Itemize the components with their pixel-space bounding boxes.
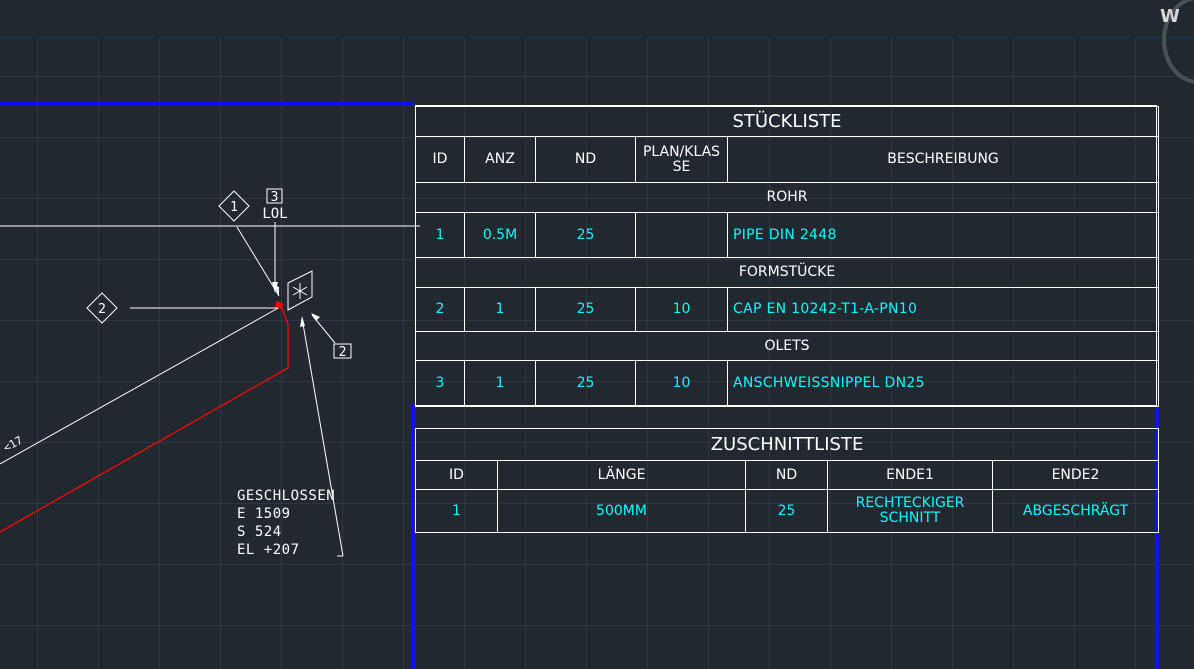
cell-plan-klasse: 10: [635, 360, 728, 407]
column-header-nd: ND: [745, 460, 828, 490]
viewport-top-band: [0, 0, 1194, 37]
tag-2-label: 2: [339, 345, 347, 360]
group-header-formstuecke: FORMSTÜCKE: [414, 257, 1160, 288]
bubble-2-label: 2: [98, 302, 106, 317]
column-header-nd: ND: [535, 136, 636, 183]
drawing-frame-right-vertical: [1155, 404, 1159, 669]
column-header-laenge: LÄNGE: [497, 460, 746, 490]
leader-line-1: [236, 226, 280, 297]
table-row[interactable]: 3 1 25 10 ANSCHWEISSNIPPEL DN25: [415, 360, 1160, 407]
cell-nd: 25: [745, 489, 828, 533]
column-header-ende2: ENDE2: [991, 460, 1160, 490]
column-header-id: ID: [415, 460, 498, 490]
group-header-olets: OLETS: [414, 331, 1160, 361]
column-header-plan-klasse: PLAN/KLAS SE: [635, 136, 728, 183]
cell-anz: 1: [464, 287, 536, 332]
asterisk-icon: [292, 283, 308, 299]
cell-beschreibung: PIPE DIN 2448: [726, 212, 1160, 258]
tag-3-box[interactable]: [266, 188, 283, 204]
cell-anz: 0.5M: [464, 212, 536, 258]
cell-plan-klasse: 10: [635, 287, 728, 332]
zuschnittliste-table[interactable]: ZUSCHNITTLISTE ID LÄNGE ND ENDE1 ENDE2 1…: [414, 428, 1160, 533]
cell-nd: 25: [535, 360, 636, 407]
column-header-anz: ANZ: [464, 136, 536, 183]
note-line-1: GESCHLOSSEN: [237, 488, 336, 504]
table-row[interactable]: 1 500MM 25 RECHTECKIGER SCHNITT ABGESCHR…: [415, 489, 1160, 533]
tag-2-box[interactable]: [333, 343, 352, 359]
pipe-red-endpoint: [275, 301, 283, 309]
cell-anz: 1: [464, 360, 536, 407]
arrowhead-3: [272, 282, 278, 293]
note-line-4: EL +207: [237, 542, 300, 558]
cap-symbol: [287, 270, 313, 311]
column-header-beschreibung: BESCHREIBUNG: [726, 136, 1160, 183]
closure-note: GESCHLOSSEN E 1509 S 524 EL +207: [237, 487, 335, 559]
bubble-1-diamond[interactable]: [218, 190, 250, 222]
table-row[interactable]: 2 1 25 10 CAP EN 10242-T1-A-PN10: [415, 287, 1160, 332]
viewport-top-border: [0, 37, 1194, 38]
leader-line-note: [301, 317, 344, 557]
cell-laenge: 500MM: [497, 489, 746, 533]
column-header-ende1: ENDE1: [827, 460, 993, 490]
drawing-frame-top-left: [0, 102, 414, 106]
pipe-iso-line: [0, 306, 281, 465]
viewcube-west-label[interactable]: W: [1160, 6, 1180, 27]
cell-id: 3: [415, 360, 465, 407]
stueckliste-title: STÜCKLISTE: [414, 106, 1160, 137]
cell-beschreibung: CAP EN 10242-T1-A-PN10: [726, 287, 1160, 332]
tag-3-label: 3: [271, 190, 279, 205]
column-header-id: ID: [415, 136, 465, 183]
note-line-3: S 524: [237, 524, 282, 540]
cell-id: 1: [415, 212, 465, 258]
note-line-2: E 1509: [237, 506, 291, 522]
zuschnittliste-title: ZUSCHNITTLISTE: [414, 428, 1160, 461]
cell-id: 1: [415, 489, 498, 533]
cell-plan-klasse: [635, 212, 728, 258]
arrowhead-tag2: [311, 313, 320, 321]
cell-nd: 25: [535, 212, 636, 258]
group-header-rohr: ROHR: [414, 182, 1160, 213]
bubble-2-diamond[interactable]: [86, 292, 118, 324]
bubble-1-label: 1: [230, 200, 238, 215]
drawing-frame-left-vertical: [412, 404, 416, 669]
cell-ende2: ABGESCHRÄGT: [991, 489, 1160, 533]
pipe-red: [0, 305, 289, 533]
cell-beschreibung: ANSCHWEISSNIPPEL DN25: [726, 360, 1160, 407]
cell-nd: 25: [535, 287, 636, 332]
cell-id: 2: [415, 287, 465, 332]
tag-lol-label: LOL: [262, 206, 287, 222]
table-row[interactable]: 1 0.5M 25 PIPE DIN 2448: [415, 212, 1160, 258]
arrowhead-note: [300, 316, 305, 327]
cell-ende1: RECHTECKIGER SCHNITT: [827, 489, 993, 533]
dimension-label: <17: [1, 434, 25, 455]
stueckliste-table[interactable]: STÜCKLISTE ID ANZ ND PLAN/KLAS SE BESCHR…: [414, 106, 1160, 407]
